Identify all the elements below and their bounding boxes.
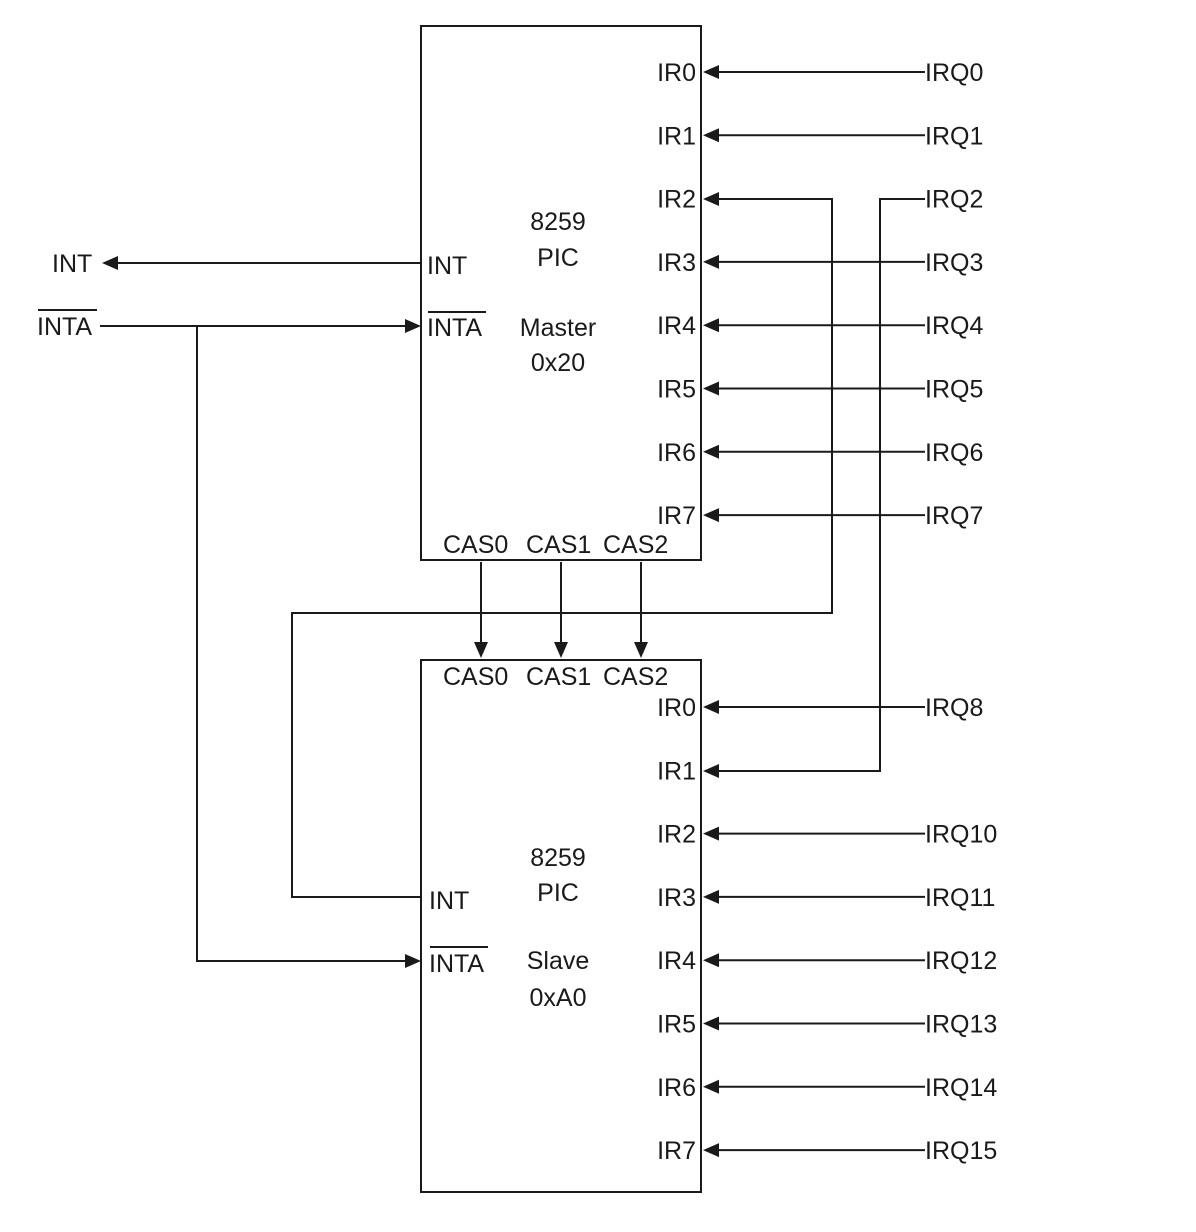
- master-role: Master: [520, 314, 596, 342]
- master-ir2-arrow: [703, 192, 719, 206]
- int-output-arrow: [102, 256, 118, 270]
- external-inta-label: INTA: [37, 313, 92, 341]
- irq-arrow: [703, 700, 719, 714]
- master-ir4-pin: IR4: [657, 312, 696, 340]
- irq-label: IRQ10: [925, 821, 997, 849]
- irq-label: IRQ7: [925, 502, 983, 530]
- external-int-label: INT: [52, 250, 92, 278]
- irq-label: IRQ12: [925, 947, 997, 975]
- slave-cas2-pin: CAS2: [603, 663, 668, 691]
- slave-cas0-pin: CAS0: [443, 663, 508, 691]
- master-ir2-pin: IR2: [657, 186, 696, 214]
- cas2-arrow: [634, 642, 648, 658]
- master-inta-arrow: [405, 319, 421, 333]
- master-cas1-pin: CAS1: [526, 531, 591, 559]
- master-ir7-pin: IR7: [657, 502, 696, 530]
- wires: [100, 192, 925, 968]
- master-pic-box: [420, 25, 702, 561]
- master-ir0-pin: IR0: [657, 59, 696, 87]
- irq-arrow: [703, 318, 719, 333]
- slave-ir7-pin: IR7: [657, 1137, 696, 1165]
- irq-label: IRQ2: [925, 186, 983, 214]
- inta-slave-wire: [196, 326, 405, 962]
- irq-label: IRQ6: [925, 439, 983, 467]
- slave-inta-arrow: [405, 954, 421, 968]
- master-inta-pin: INTA: [427, 314, 482, 342]
- irq-arrow: [703, 508, 719, 523]
- slave-address: 0xA0: [530, 984, 587, 1012]
- irq-label: IRQ5: [925, 376, 983, 404]
- slave-ir3-pin: IR3: [657, 884, 696, 912]
- slave-role: Slave: [527, 947, 590, 975]
- slave-ir4-pin: IR4: [657, 947, 696, 975]
- irq-arrow: [703, 381, 719, 396]
- master-cas0-pin: CAS0: [443, 531, 508, 559]
- master-ir6-pin: IR6: [657, 439, 696, 467]
- irq-arrow: [703, 889, 719, 904]
- irq-labels: IRQ0IRQ1IRQ2IRQ3IRQ4IRQ5IRQ6IRQ7IRQ8IRQ1…: [925, 59, 997, 1165]
- slave-title: 8259: [530, 844, 586, 872]
- slave-pic-box: [420, 659, 702, 1193]
- irq-arrow: [703, 1143, 719, 1158]
- cas1-arrow: [554, 642, 568, 658]
- irq-arrow: [703, 1079, 719, 1094]
- master-ir5-pin: IR5: [657, 376, 696, 404]
- slave-subtitle: PIC: [537, 879, 579, 907]
- irq2-to-slave-ir1-wire: [718, 198, 925, 772]
- irq-label: IRQ3: [925, 249, 983, 277]
- irq-arrow: [703, 1016, 719, 1031]
- master-ir3-pin: IR3: [657, 249, 696, 277]
- irq-arrow: [703, 826, 719, 841]
- master-address: 0x20: [531, 349, 585, 377]
- irq-label: IRQ1: [925, 122, 983, 150]
- slave-cas1-pin: CAS1: [526, 663, 591, 691]
- slave-ir5-pin: IR5: [657, 1011, 696, 1039]
- irq-arrow: [703, 953, 719, 968]
- master-cas2-pin: CAS2: [603, 531, 668, 559]
- slave-ir0-pin: IR0: [657, 694, 696, 722]
- irq-arrow: [703, 128, 719, 143]
- irq-label: IRQ13: [925, 1011, 997, 1039]
- master-title: 8259: [530, 208, 586, 236]
- irq-label: IRQ11: [925, 884, 995, 912]
- slave-ir1-pin: IR1: [657, 757, 696, 785]
- irq-input-wires: [703, 65, 925, 1158]
- irq-label: IRQ15: [925, 1137, 997, 1165]
- slave-int-pin: INT: [429, 887, 469, 915]
- irq-label: IRQ0: [925, 59, 983, 87]
- irq-arrow: [703, 254, 719, 269]
- slave-ir2-pin: IR2: [657, 821, 696, 849]
- cas0-arrow: [474, 642, 488, 658]
- master-subtitle: PIC: [537, 244, 579, 272]
- master-int-pin: INT: [427, 252, 467, 280]
- slave-ir1-arrow: [703, 764, 719, 778]
- irq-arrow: [703, 444, 719, 459]
- irq-label: IRQ8: [925, 694, 983, 722]
- slave-ir6-pin: IR6: [657, 1074, 696, 1102]
- slave-inta-pin: INTA: [429, 950, 484, 978]
- master-ir1-pin: IR1: [657, 122, 696, 150]
- irq-label: IRQ4: [925, 312, 983, 340]
- irq-label: IRQ14: [925, 1074, 997, 1102]
- irq-arrow: [703, 65, 719, 79]
